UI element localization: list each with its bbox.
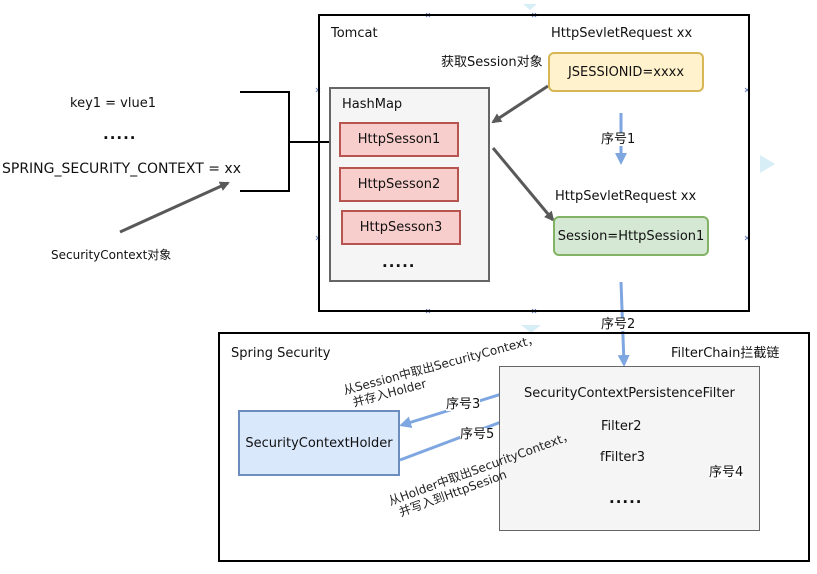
hashmap-ellipsis: ..... bbox=[382, 253, 416, 271]
filterchain-container bbox=[499, 366, 760, 531]
step3-label: 序号3 bbox=[446, 397, 481, 412]
get-session-arrow bbox=[491, 84, 549, 124]
decorative-triangle bbox=[521, 325, 541, 333]
security-context-object-arrow bbox=[119, 181, 230, 234]
tomcat-container bbox=[318, 14, 750, 312]
get-session-label: 获取Session对象 bbox=[441, 55, 543, 70]
context-bracket-line bbox=[240, 91, 290, 192]
hashmap-title: HashMap bbox=[342, 97, 403, 112]
filterchain-label: FilterChain拦截链 bbox=[671, 346, 780, 361]
security-context-object-label: SecurityContext对象 bbox=[51, 248, 172, 262]
hashmap-session-2: HttpSesson2 bbox=[339, 167, 459, 202]
step2-label: 序号2 bbox=[601, 317, 636, 332]
request-top-label: HttpSevletRequest xx bbox=[551, 26, 693, 41]
jsessionid-box: JSESSIONID=xxxx bbox=[548, 52, 704, 92]
decorative-triangle bbox=[523, 4, 537, 10]
filter-3: fFilter3 bbox=[600, 450, 646, 465]
request-bottom-label: HttpSevletRequest xx bbox=[555, 189, 697, 204]
filter-2: Filter2 bbox=[601, 419, 642, 434]
spring-security-title: Spring Security bbox=[231, 346, 331, 361]
session-assign-arrow bbox=[491, 147, 555, 222]
filter-security-context-persistence: SecurityContextPersistenceFilter bbox=[524, 386, 735, 401]
context-ellipsis: ..... bbox=[103, 125, 137, 143]
decorative-triangle bbox=[760, 155, 775, 173]
spring-security-container bbox=[218, 332, 810, 562]
step1-label: 序号1 bbox=[601, 132, 636, 147]
filters-ellipsis: ..... bbox=[609, 489, 643, 507]
context-spring-key: SPRING_SECURITY_CONTEXT = xx bbox=[2, 161, 241, 177]
hashmap-session-3: HttpSesson3 bbox=[341, 210, 461, 245]
security-context-holder: SecurityContextHolder bbox=[238, 410, 400, 476]
step4-label: 序号4 bbox=[709, 465, 744, 480]
hashmap-session-1: HttpSesson1 bbox=[339, 122, 459, 157]
context-key1: key1 = vlue1 bbox=[70, 96, 156, 111]
step5-label: 序号5 bbox=[460, 427, 495, 442]
tomcat-title: Tomcat bbox=[331, 26, 378, 41]
session-assign-box: Session=HttpSession1 bbox=[553, 216, 709, 256]
